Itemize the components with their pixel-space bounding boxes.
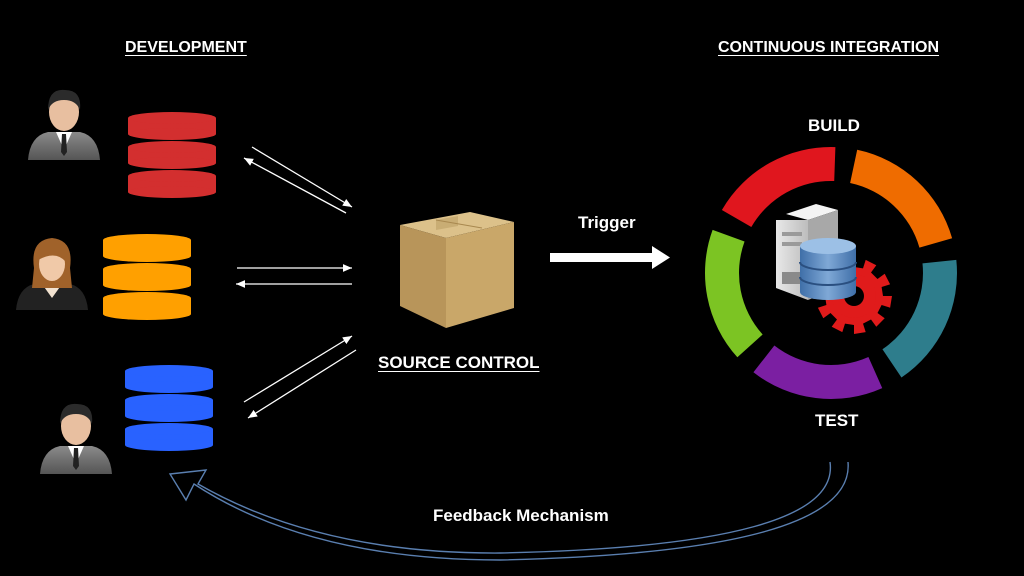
- ci-ring-segment: [721, 147, 836, 227]
- male-developer-icon: [28, 89, 100, 160]
- database-icon: [799, 238, 857, 300]
- build-label: BUILD: [808, 116, 860, 135]
- ci-cycle-ring: [705, 147, 957, 400]
- trigger-arrow: [550, 246, 670, 269]
- ci-ring-segment: [882, 259, 957, 378]
- repository-stack-icon: [125, 365, 213, 451]
- continuous-integration-heading: CONTINUOUS INTEGRATION: [718, 39, 940, 56]
- feedback-arrow: [168, 461, 849, 561]
- ci-ring-segment: [753, 345, 883, 400]
- repository-stack-icon: [103, 234, 191, 320]
- female-developer-icon: [16, 238, 88, 310]
- development-heading: DEVELOPMENT: [125, 39, 247, 56]
- trigger-label: Trigger: [578, 213, 636, 232]
- source-control-label: SOURCE CONTROL: [378, 353, 540, 372]
- repository-stack-icon: [128, 112, 216, 198]
- male-developer-icon: [40, 403, 112, 474]
- source-control-box-icon: [400, 212, 514, 328]
- feedback-label: Feedback Mechanism: [433, 506, 609, 525]
- ci-ring-segment: [705, 229, 763, 358]
- sync-arrows: [236, 146, 357, 419]
- ci-ring-segment: [850, 149, 953, 248]
- test-label: TEST: [815, 411, 859, 430]
